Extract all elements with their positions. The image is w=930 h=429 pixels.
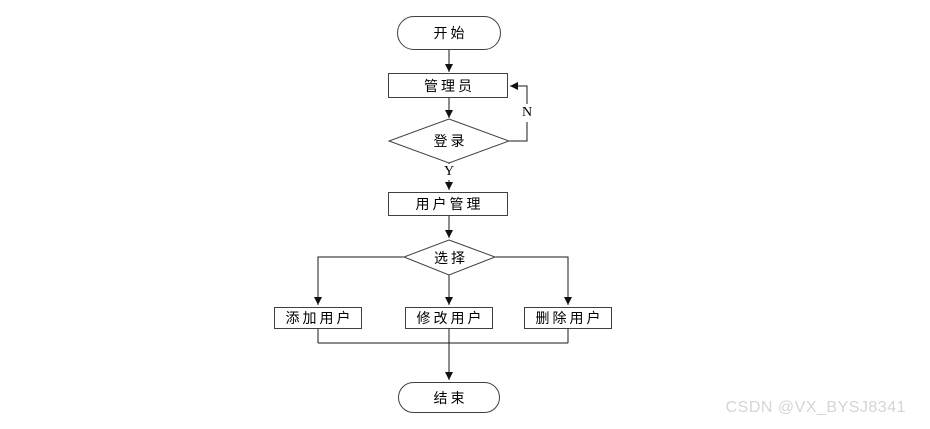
node-modify-user-label: 修改用户: [416, 312, 485, 327]
node-admin: 管理员: [388, 73, 508, 98]
node-user-management: 用户管理: [388, 192, 508, 216]
edge-label-yes: Y: [441, 164, 457, 180]
node-choose-label: 选择: [434, 251, 468, 267]
diamond-login-shape: [387, 118, 511, 164]
node-choose: 选择: [404, 240, 495, 275]
edge-label-no: N: [519, 104, 535, 122]
node-end: 结束: [398, 382, 500, 413]
node-start: 开始: [397, 16, 501, 50]
node-user-management-label: 用户管理: [415, 198, 484, 213]
node-delete-user-label: 删除用户: [535, 312, 604, 327]
node-login: 登录: [389, 119, 509, 163]
watermark: CSDN @VX_BYSJ8341: [725, 399, 906, 416]
node-admin-label: 管理员: [424, 79, 475, 95]
node-login-label: 登录: [433, 135, 468, 150]
node-delete-user: 删除用户: [524, 307, 612, 329]
node-modify-user: 修改用户: [405, 307, 493, 329]
edge-choose-add: [314, 256, 404, 305]
node-add-user-label: 添加用户: [285, 312, 354, 327]
edge-choose-delete: [495, 256, 572, 305]
node-end-label: 结束: [433, 391, 468, 407]
diamond-choose-shape: [402, 239, 497, 276]
node-start-label: 开始: [433, 27, 468, 42]
node-add-user: 添加用户: [274, 307, 362, 329]
